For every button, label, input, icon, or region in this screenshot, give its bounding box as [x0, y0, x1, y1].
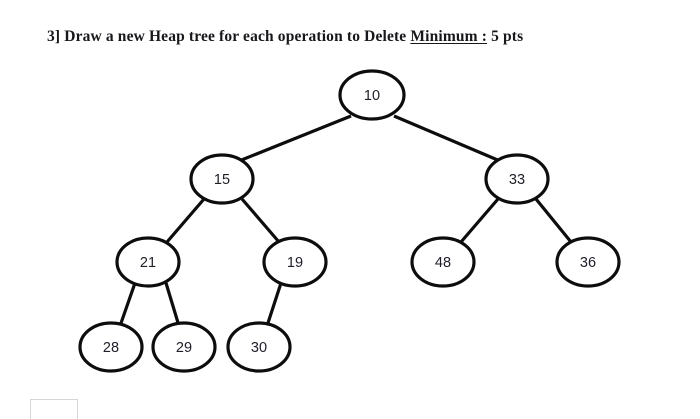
node-circle-33 [484, 153, 550, 205]
tree-edge-n33-n36 [534, 197, 573, 244]
node-label-28: 28 [103, 340, 119, 356]
tree-edge-n10-n33 [393, 114, 501, 163]
title-prefix: 3] Draw a new Heap tree for each operati… [47, 28, 411, 45]
tree-node-48: 48 [410, 236, 476, 288]
node-circle-28 [78, 321, 144, 373]
title-underlined-minimum: Minimum : [410, 28, 488, 45]
tree-edge-n15-n21 [165, 197, 206, 244]
tree-node-10: 10 [338, 69, 406, 121]
tree-edge-n10-n15 [238, 114, 352, 163]
node-label-36: 36 [580, 255, 596, 271]
node-label-15: 15 [214, 172, 230, 188]
tree-node-30: 30 [226, 321, 292, 373]
tree-edge-n33-n48 [459, 197, 500, 244]
node-circle-10 [338, 69, 406, 121]
title-suffix: 5 pts [487, 28, 524, 45]
node-circle-29 [151, 321, 217, 373]
node-label-29: 29 [176, 340, 192, 356]
node-circle-21 [115, 236, 181, 288]
node-label-30: 30 [251, 340, 267, 356]
tree-node-15: 15 [189, 153, 255, 205]
node-label-48: 48 [435, 255, 451, 271]
tree-edge-n21-n29 [164, 282, 181, 327]
tree-edges [118, 114, 573, 327]
tree-node-19: 19 [262, 236, 328, 288]
node-circle-19 [262, 236, 328, 288]
tree-edge-n15-n19 [240, 197, 281, 244]
node-label-10: 10 [364, 88, 380, 104]
tree-nodes: 10 15 33 21 19 48 36 28 29 30 [78, 69, 621, 373]
node-circle-36 [555, 236, 621, 288]
node-label-19: 19 [287, 255, 303, 271]
tree-node-29: 29 [151, 321, 217, 373]
node-circle-48 [410, 236, 476, 288]
tree-edge-n19-n30 [265, 282, 283, 327]
tree-node-36: 36 [555, 236, 621, 288]
node-label-33: 33 [509, 172, 525, 188]
page-title: 3] Draw a new Heap tree for each operati… [47, 28, 523, 46]
tree-node-21: 21 [115, 236, 181, 288]
bottom-left-corner-artifact [30, 399, 78, 419]
tree-edge-n21-n28 [118, 282, 137, 327]
tree-node-33: 33 [484, 153, 550, 205]
tree-node-28: 28 [78, 321, 144, 373]
node-label-21: 21 [140, 255, 156, 271]
node-circle-30 [226, 321, 292, 373]
node-circle-15 [189, 153, 255, 205]
